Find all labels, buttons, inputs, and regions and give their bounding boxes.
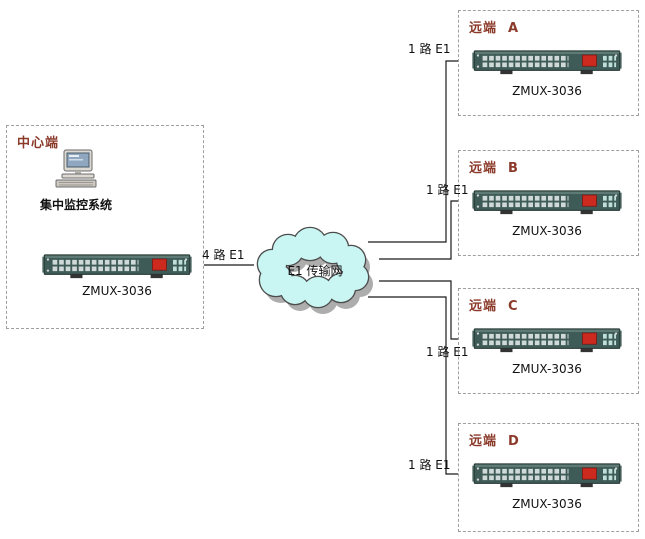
remote-d-zmux-device-image	[472, 461, 622, 489]
monitoring-pc-icon	[55, 149, 97, 188]
monitoring-system-label: 集中监控系统	[39, 198, 112, 212]
remote-c-zmux-device-image	[472, 326, 622, 354]
remote-d-device-label: ZMUX-3036	[512, 497, 582, 511]
remote-a-link-label: 1 路 E1	[408, 42, 451, 56]
remote-b-zmux-device-image	[472, 188, 622, 216]
cloud-label: E1 传输网	[287, 264, 343, 278]
center-zmux-device-image	[42, 252, 192, 280]
center-box-title: 中心端	[17, 136, 60, 151]
cloud-body	[258, 228, 368, 307]
remote-box-c-title: 远端 C	[469, 299, 519, 314]
center-box: 中心端	[6, 125, 204, 329]
remote-box-d-title: 远端 D	[469, 434, 520, 449]
remote-c-link-label: 1 路 E1	[426, 345, 469, 359]
remote-d-link-label: 1 路 E1	[408, 458, 451, 472]
center-link-label: 4 路 E1	[202, 248, 245, 262]
remote-a-device-label: ZMUX-3036	[512, 84, 582, 98]
remote-c-device-label: ZMUX-3036	[512, 362, 582, 376]
remote-b-link-label: 1 路 E1	[426, 183, 469, 197]
center-device-label: ZMUX-3036	[82, 284, 152, 298]
e1-network-cloud	[256, 226, 373, 314]
remote-a-zmux-device-image	[472, 48, 622, 76]
remote-box-a-title: 远端 A	[469, 21, 520, 36]
remote-box-b-title: 远端 B	[469, 161, 519, 176]
remote-b-device-label: ZMUX-3036	[512, 224, 582, 238]
